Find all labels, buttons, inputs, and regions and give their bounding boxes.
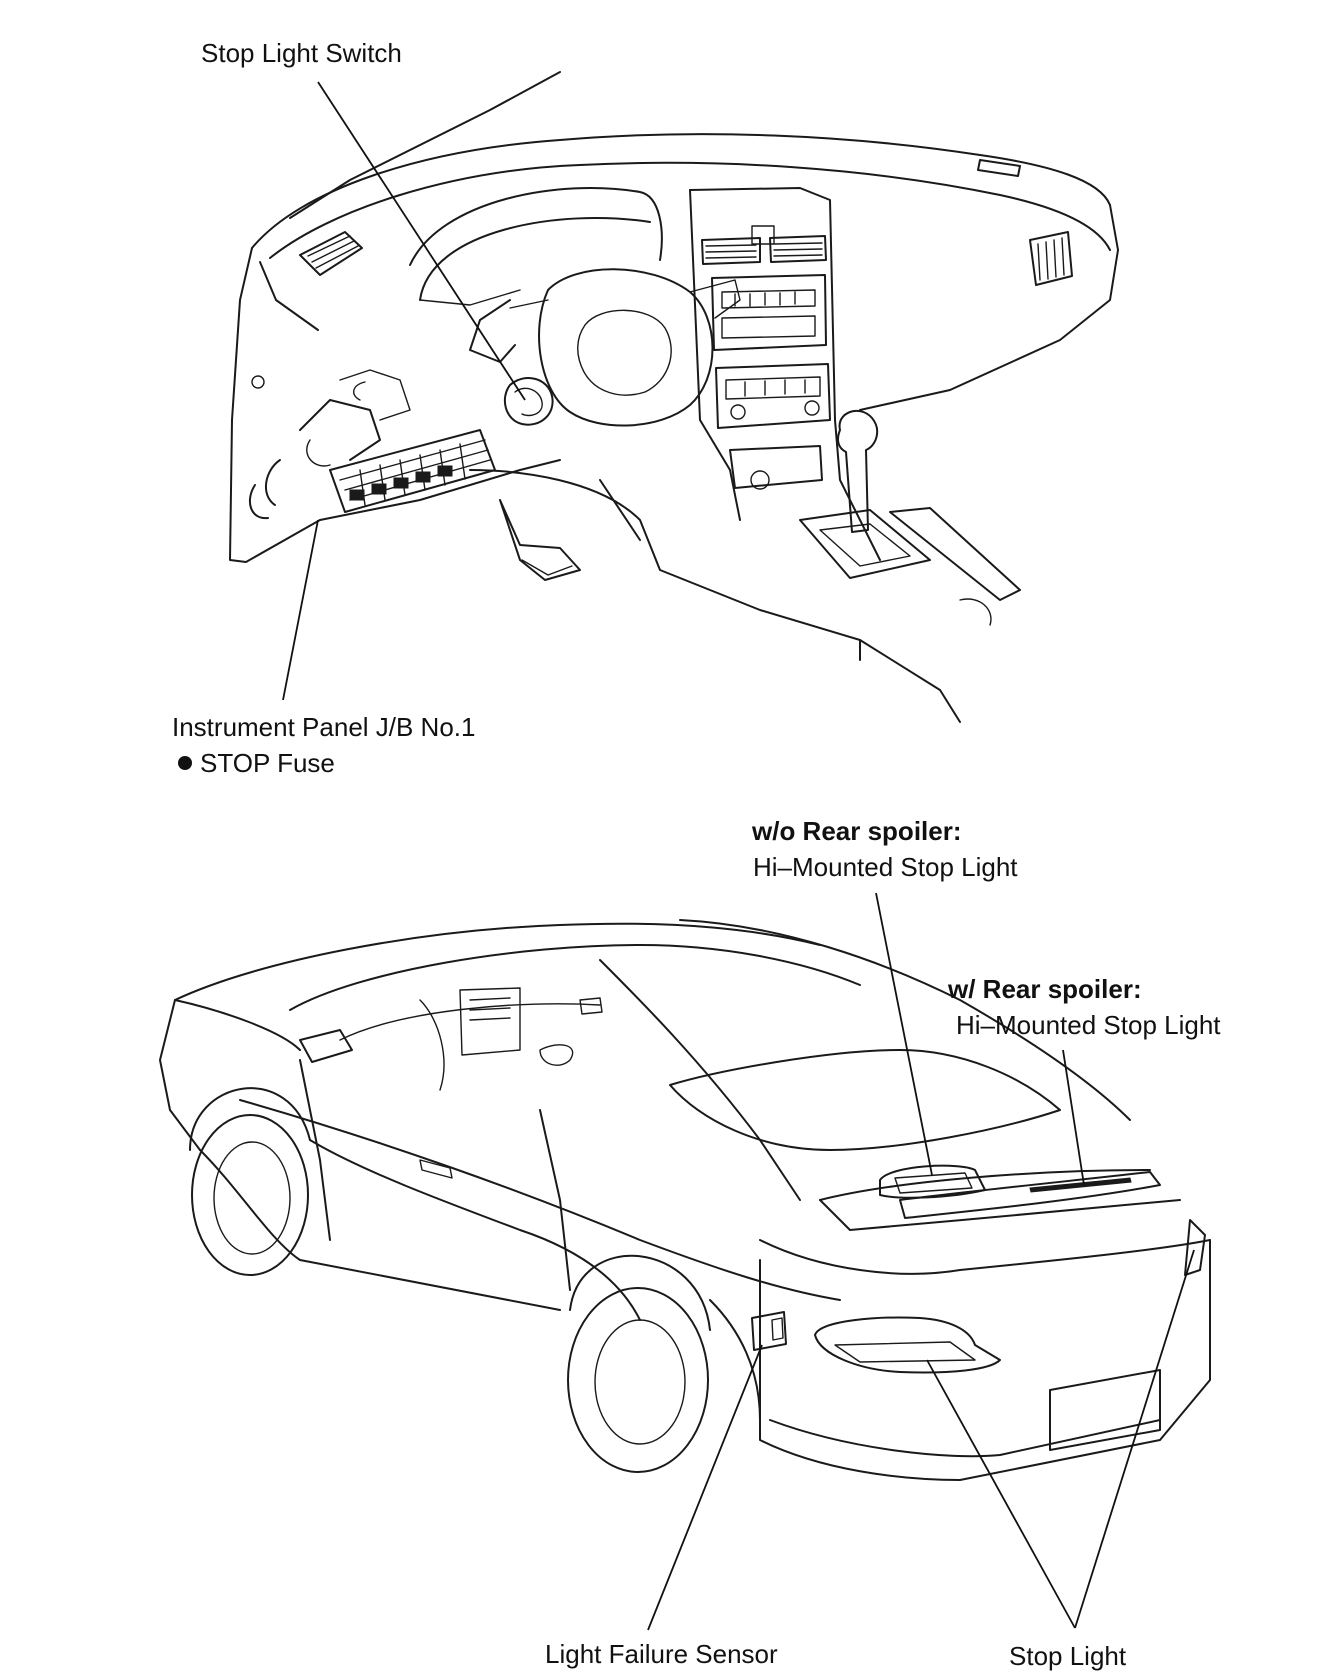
- leader-light-failure-sensor: [647, 1344, 763, 1631]
- stop-fuse-text: STOP Fuse: [200, 748, 335, 778]
- leader-stop-light-right: [1074, 1249, 1195, 1629]
- stop-light-switch-label: Stop Light Switch: [201, 38, 402, 68]
- w-rear-spoiler-item: Hi–Mounted Stop Light: [956, 1010, 1221, 1040]
- junction-block-drawing: [248, 369, 496, 520]
- leader-instrument-panel-jb: [282, 519, 319, 701]
- stop-light-label: Stop Light: [1009, 1641, 1127, 1671]
- stop-fuse-label: STOP Fuse: [178, 750, 335, 776]
- leader-lines: [282, 81, 1195, 1631]
- bullet-icon: [178, 756, 192, 770]
- leader-hi-mounted-wo-spoiler: [875, 892, 933, 1176]
- instrument-panel-illustration: [229, 71, 1119, 723]
- car-illustration: [159, 919, 1211, 1481]
- light-failure-sensor-drawing: [751, 1311, 787, 1351]
- leader-stop-light-switch: [317, 81, 526, 401]
- wo-rear-spoiler-item: Hi–Mounted Stop Light: [753, 852, 1018, 882]
- light-failure-sensor-label: Light Failure Sensor: [545, 1639, 778, 1669]
- instrument-panel-jb-label: Instrument Panel J/B No.1: [172, 712, 476, 742]
- w-rear-spoiler-heading: w/ Rear spoiler:: [948, 974, 1142, 1004]
- wo-rear-spoiler-heading: w/o Rear spoiler:: [752, 816, 962, 846]
- leader-hi-mounted-w-spoiler: [1062, 1049, 1085, 1186]
- leader-stop-light-left: [926, 1359, 1076, 1629]
